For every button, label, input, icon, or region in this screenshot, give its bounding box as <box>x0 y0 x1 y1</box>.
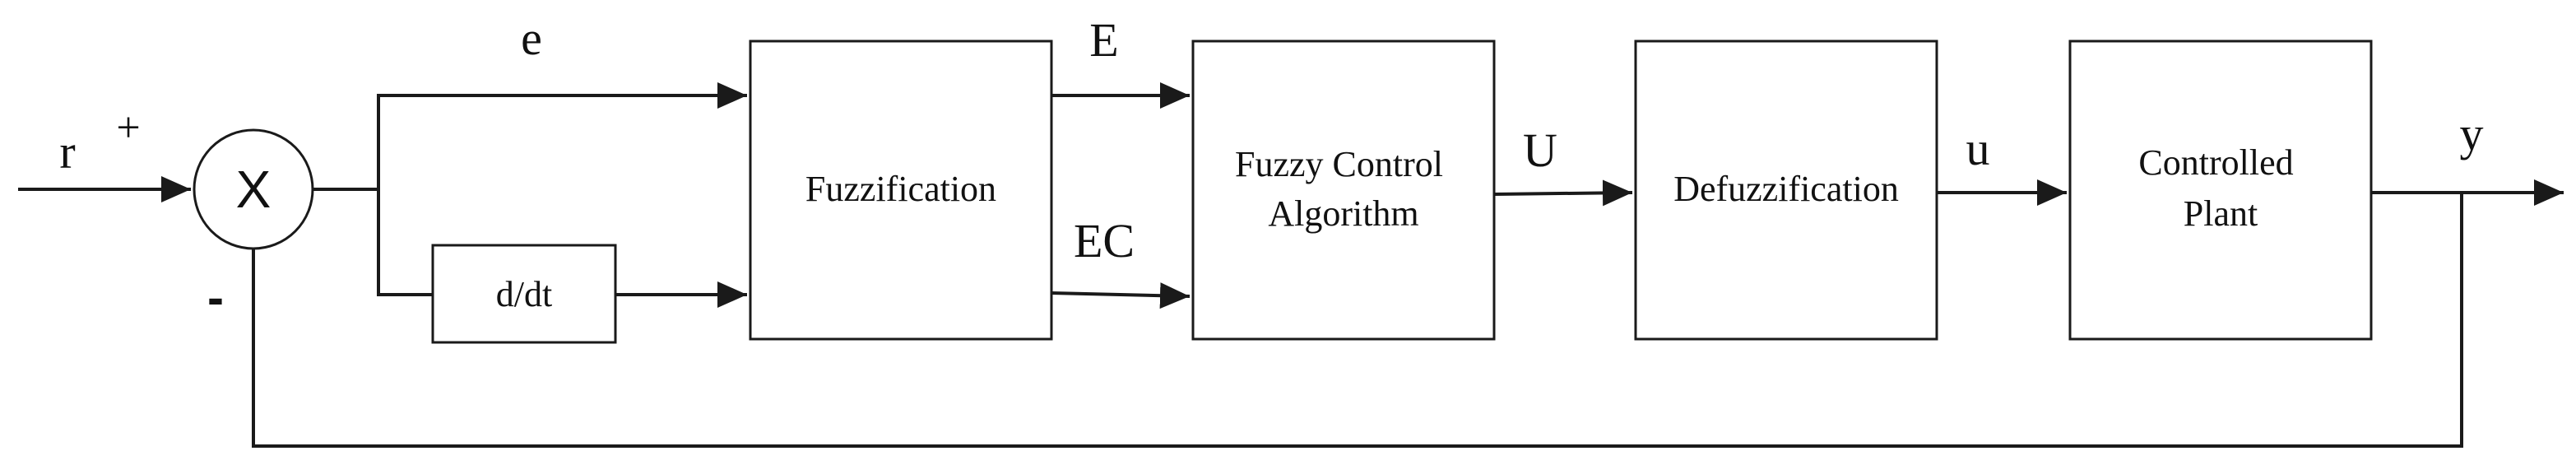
signal-label-y: y <box>2460 107 2484 160</box>
derivative-input-wire <box>377 189 433 296</box>
EC-wire <box>1051 282 1191 309</box>
controlled-plant-label: Controlled Plant <box>2138 142 2302 234</box>
defuzzification-block <box>1634 40 1938 341</box>
summing-plus-sign: + <box>116 105 140 151</box>
summing-minus-sign: - <box>207 270 224 325</box>
signal-label-u: u <box>1966 122 1990 175</box>
fuzzification-block-label: Fuzzification <box>805 169 996 209</box>
feedback-wire <box>252 193 2463 448</box>
signal-label-EC: EC <box>1074 214 1135 267</box>
fuzzification-block <box>749 40 1053 341</box>
signal-label-U: U <box>1523 123 1557 177</box>
defuzzification-block-label: Defuzzification <box>1673 169 1899 209</box>
U-wire <box>1493 179 1633 207</box>
fuzzy-control-algorithm-label: Fuzzy Control Algorithm <box>1235 144 1452 234</box>
signal-label-E: E <box>1089 13 1118 67</box>
signal-label-e: e <box>521 12 542 65</box>
controlled-plant-block <box>2068 40 2373 341</box>
summing-junction-symbol: X <box>236 160 272 219</box>
derivative-block <box>431 244 617 344</box>
fuzzy-control-algorithm-block <box>1191 40 1496 341</box>
e-wire <box>377 82 747 189</box>
derivative-block-label: d/dt <box>496 274 552 314</box>
signal-label-r: r <box>59 125 75 179</box>
